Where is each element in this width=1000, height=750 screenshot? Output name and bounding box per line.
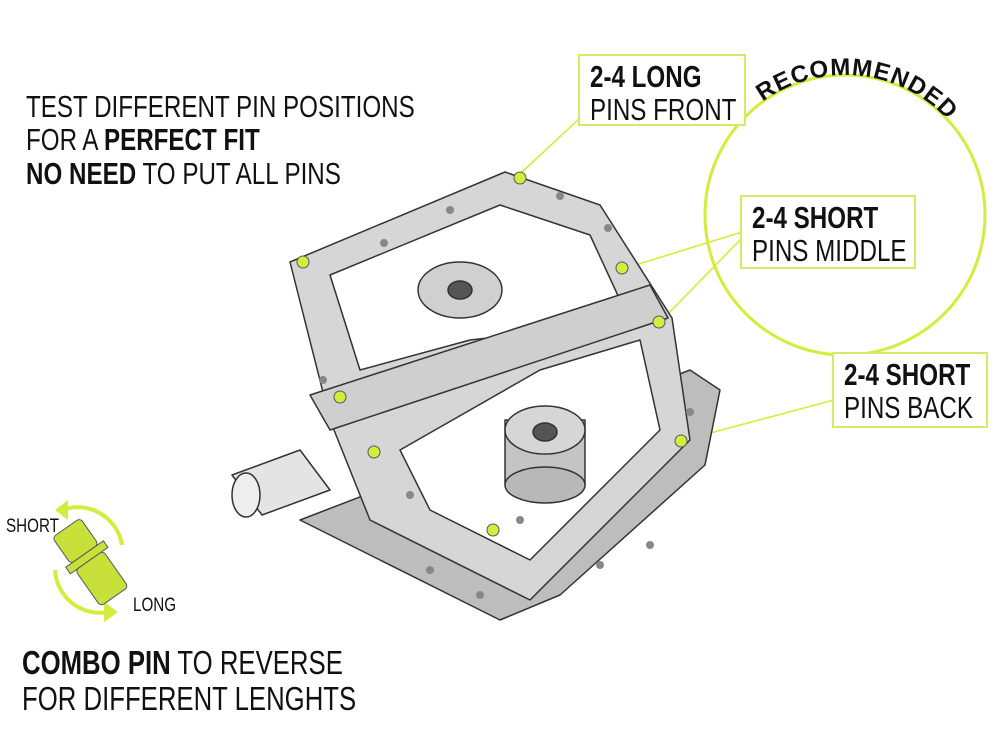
callout-front-line-2: PINS FRONT [590,92,737,128]
combo-emphasis: COMBO PIN [22,644,171,681]
pins [296,171,688,537]
combo-line-1: TO REVERSE [170,644,343,681]
callout-front-line-1: 2-4 LONG [590,59,702,94]
headline-emphasis-2: NO NEED [26,155,137,191]
combo-line-2: FOR DIFFERENT LENGHTS [22,679,357,717]
headline: TEST DIFFERENT PIN POSITIONS FOR A PERFE… [26,89,415,191]
headline-line-3: TO PUT ALL PINS [136,155,341,191]
combo-pin-illustration [53,500,128,622]
headline-emphasis: PERFECT FIT [103,122,260,158]
callout-middle-line-2: PINS MIDDLE [752,233,907,269]
headline-line-1: TEST DIFFERENT PIN POSITIONS [26,89,415,124]
pedal-body [231,171,721,621]
long-label: LONG [133,595,177,616]
callout-back-line-2: PINS BACK [844,390,974,426]
callout-back-line-1: 2-4 SHORT [844,357,971,392]
short-label: SHORT [6,516,59,537]
headline-line-2: FOR A [26,122,104,158]
combo-pin-caption: COMBO PIN TO REVERSE FOR DIFFERENT LENGH… [22,645,356,716]
pin-holes [319,192,694,599]
callout-middle-line-1: 2-4 SHORT [752,200,879,235]
recommended-label: RECOMMENDED [751,54,963,125]
